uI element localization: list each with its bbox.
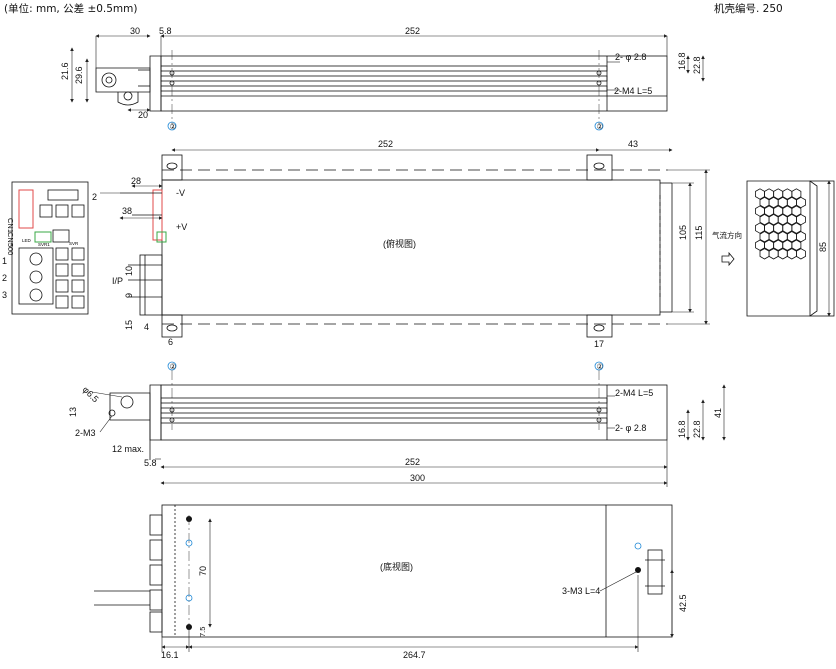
dim-20: 20 [138,110,148,120]
dim-15: 15 [124,320,134,330]
dim-16-1: 16.1 [161,650,179,660]
grille-hex [791,222,802,234]
grille-hex [791,239,802,251]
callout-2-left: ② [170,122,177,131]
dim-9: 9 [124,293,134,298]
grille-hex [759,196,770,209]
grille-hex [773,188,784,200]
pcb-detail: CN1 CN500 LED SVR1 SVR 1 2 3 [2,181,89,315]
grille-hex [786,196,797,209]
dim-43: 43 [628,139,638,149]
grille-hex [796,213,806,226]
led-label: LED [22,238,32,243]
dim-22-8-side: 22.8 [692,420,702,438]
dim-252-front: 252 [378,139,393,149]
grille-hex [782,222,793,234]
dim-17: 17 [594,339,604,349]
callout-2-right: ② [597,122,604,131]
screw-label-side: 2-M4 L=5 [615,388,653,398]
minus-v-label: -V [176,188,185,198]
grille-hex [796,231,806,243]
end-view-fan-grille: 85 [746,180,835,317]
case-number: 机壳编号. 250 [714,2,783,15]
dim-5-8-side: 5.8 [144,458,157,468]
dim-16-8-side: 16.8 [677,420,687,438]
grille-hex [773,222,784,234]
dim-16-8: 16.8 [677,52,687,70]
cn1-label: CN1 [6,218,15,233]
grille-hex [755,222,765,234]
dim-41: 41 [713,408,723,418]
dim-28: 28 [131,176,141,186]
rail-lines [160,56,667,111]
grille-hex [796,248,806,260]
side-view: ② ② φ6.5 13 2-M3 12 max. 5.8 2-M4 L=5 2-… [68,361,726,487]
dim-10: 10 [124,266,134,276]
dia-6-5: φ6.5 [81,384,101,404]
grille-hex [791,188,802,200]
hole-label-side: 2- φ 2.8 [615,423,646,433]
dim-42-5: 42.5 [678,594,688,612]
pin-2: 2 [2,273,7,283]
dim-4: 4 [144,322,149,332]
callout-2-side-right: ② [597,362,604,371]
dim-264-7: 264.7 [403,650,426,660]
grille-hex [759,248,770,260]
dim-70: 70 [198,566,208,576]
dim-105: 105 [678,225,688,240]
grille-hex [764,239,774,251]
grille-hex [755,239,765,251]
top-view: 30 5.8 252 29.6 21.6 20 2- φ 2.8 2-M4 L=… [60,26,705,131]
hole-label: 2- φ 2.8 [615,52,646,62]
grille-hex [777,248,788,260]
dim-115: 115 [694,226,704,240]
airflow-arrow-icon [721,251,735,267]
grille-hex [773,205,784,217]
dim-30: 30 [130,26,140,36]
dim-22-8: 22.8 [692,56,702,74]
pin-1: 1 [2,256,7,266]
input-terminal-front [128,254,163,316]
ip-label: I/P [112,276,123,286]
pin-3: 3 [2,290,7,300]
svr1-label: SVR1 [38,242,50,247]
plus-v-label: +V [176,222,187,232]
bottom-view: 70 7.5 (底视图) 3-M3 L=4 42.5 16.1 264.7 [94,504,688,660]
screw-label: 2-M4 L=5 [614,86,652,96]
grille-hex [782,239,793,251]
grille-hex [791,205,802,217]
airflow-label: 气流方向 [712,230,742,240]
dim-252: 252 [405,26,420,36]
grille-hex [777,196,788,209]
grille-hex [786,248,797,260]
front-view: 252 43 -V +V 28 2 38 [92,139,742,349]
dim-12-max: 12 max. [112,444,144,454]
m3-label: 2-M3 [75,428,96,438]
svr-label: SVR [69,241,79,246]
cn500-label: CN500 [6,232,15,255]
dim-5-8: 5.8 [159,26,172,36]
screw-label-bottom: 3-M3 L=4 [562,586,600,596]
dim-2: 2 [92,192,97,202]
front-view-name: (俯视图) [383,238,416,249]
dim-38: 38 [122,206,132,216]
dim-13: 13 [68,407,78,417]
callout-2-side-left: ② [170,362,177,371]
bottom-view-name: (底视图) [380,561,413,572]
grille-hex [796,196,806,209]
dim-300: 300 [410,473,425,483]
grille-hex [764,222,774,234]
grille-hex [768,248,779,260]
dim-252-side: 252 [405,457,420,467]
dim-85: 85 [818,242,828,252]
grille-hex [768,196,779,209]
dim-21-6: 21.6 [60,62,70,80]
dim-7-5: 7.5 [198,627,207,637]
grille-hex [773,239,784,251]
dim-29-6: 29.6 [74,66,84,84]
dim-6: 6 [168,337,173,347]
units-note: (单位: mm, 公差 ±0.5mm) [4,2,138,15]
